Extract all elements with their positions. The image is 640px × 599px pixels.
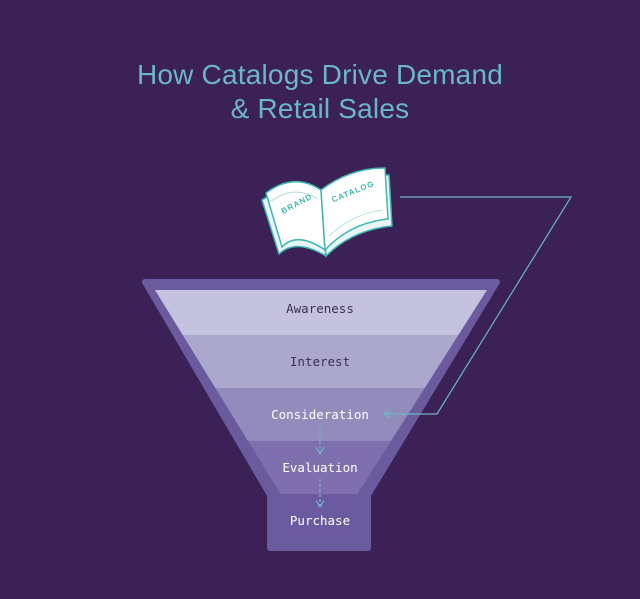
open-book-icon: BRAND CATALOG <box>262 168 392 256</box>
stage-label-interest: Interest <box>290 354 350 369</box>
stage-label-consideration: Consideration <box>271 407 369 422</box>
stage-label-evaluation: Evaluation <box>282 460 357 475</box>
stage-label-awareness: Awareness <box>286 301 354 316</box>
stage-label-purchase: Purchase <box>290 513 350 528</box>
funnel: Awareness Interest Consideration Evaluat… <box>145 282 497 548</box>
